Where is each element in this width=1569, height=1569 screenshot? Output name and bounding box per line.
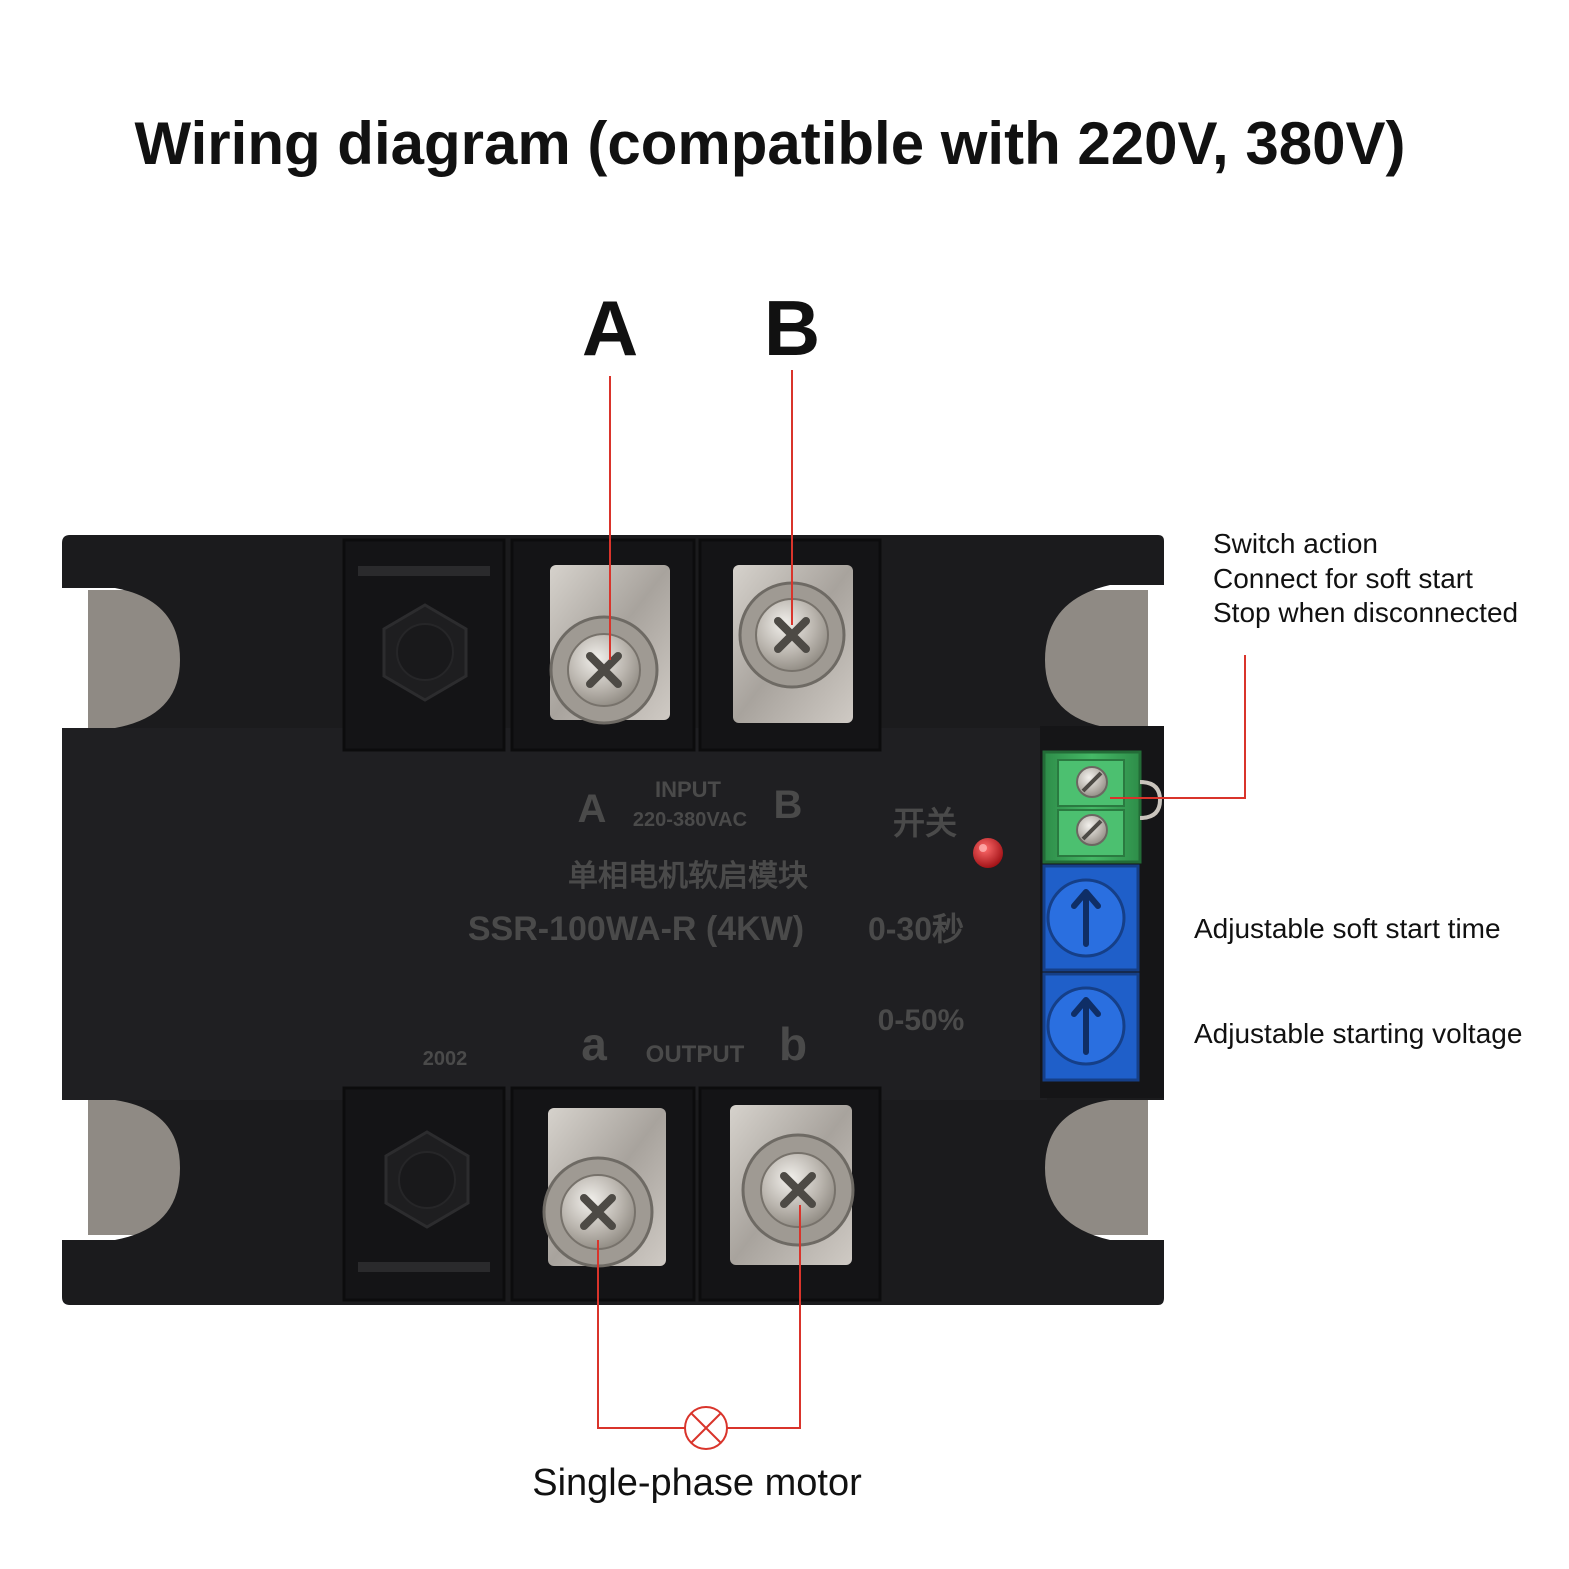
diagram-title: Wiring diagram (compatible with 220V, 38… (135, 110, 1406, 177)
callout-motor: Single-phase motor (532, 1462, 862, 1504)
callout-starting-voltage: Adjustable starting voltage (1194, 1018, 1522, 1049)
wire-output-b (727, 1205, 801, 1429)
potentiometer-icon (1042, 972, 1140, 1082)
panel-input-a: A (578, 787, 607, 831)
callout-soft-start-time: Adjustable soft start time (1194, 913, 1501, 944)
screw-icon (549, 615, 659, 725)
panel-voltage-range: 0-50% (878, 1004, 965, 1037)
potentiometer-icon (1042, 864, 1140, 972)
label-panel (62, 728, 1047, 1100)
panel-output-label: OUTPUT (646, 1041, 745, 1068)
screw-icon (542, 1156, 654, 1268)
panel-switch-cn: 开关 (893, 805, 957, 841)
soft-start-module: A INPUT 220-380VAC B 开关 单相电机软启模块 SSR-100… (62, 535, 1164, 1305)
panel-input-voltage: 220-380VAC (633, 809, 747, 831)
callout-switch-line-2: Connect for soft start (1213, 563, 1473, 594)
input-terminal-a-label: A (582, 284, 638, 372)
led-icon (973, 838, 1003, 868)
panel-model: SSR-100WA-R (4KW) (468, 910, 804, 948)
panel-date-code: 2002 (423, 1048, 468, 1070)
panel-output-a: a (581, 1018, 607, 1070)
hex-nut-icon (384, 1130, 470, 1229)
panel-time-range: 0-30秒 (868, 911, 964, 947)
switch-terminal-block (1042, 750, 1163, 864)
hex-nut-icon (382, 603, 468, 702)
wire-output-a (597, 1240, 685, 1429)
motor-symbol-icon (684, 1406, 728, 1450)
panel-input-label: INPUT (655, 777, 722, 802)
wire-switch (1110, 655, 1246, 799)
panel-output-b: b (779, 1018, 807, 1070)
panel-input-b: B (774, 783, 803, 827)
screw-icon (741, 1133, 855, 1247)
callout-switch-line-3: Stop when disconnected (1213, 597, 1518, 628)
callout-switch-line-1: Switch action (1213, 528, 1378, 559)
wiring-lines (597, 370, 1246, 1429)
input-terminal-b-label: B (764, 284, 820, 372)
panel-module-cn: 单相电机软启模块 (568, 860, 808, 893)
